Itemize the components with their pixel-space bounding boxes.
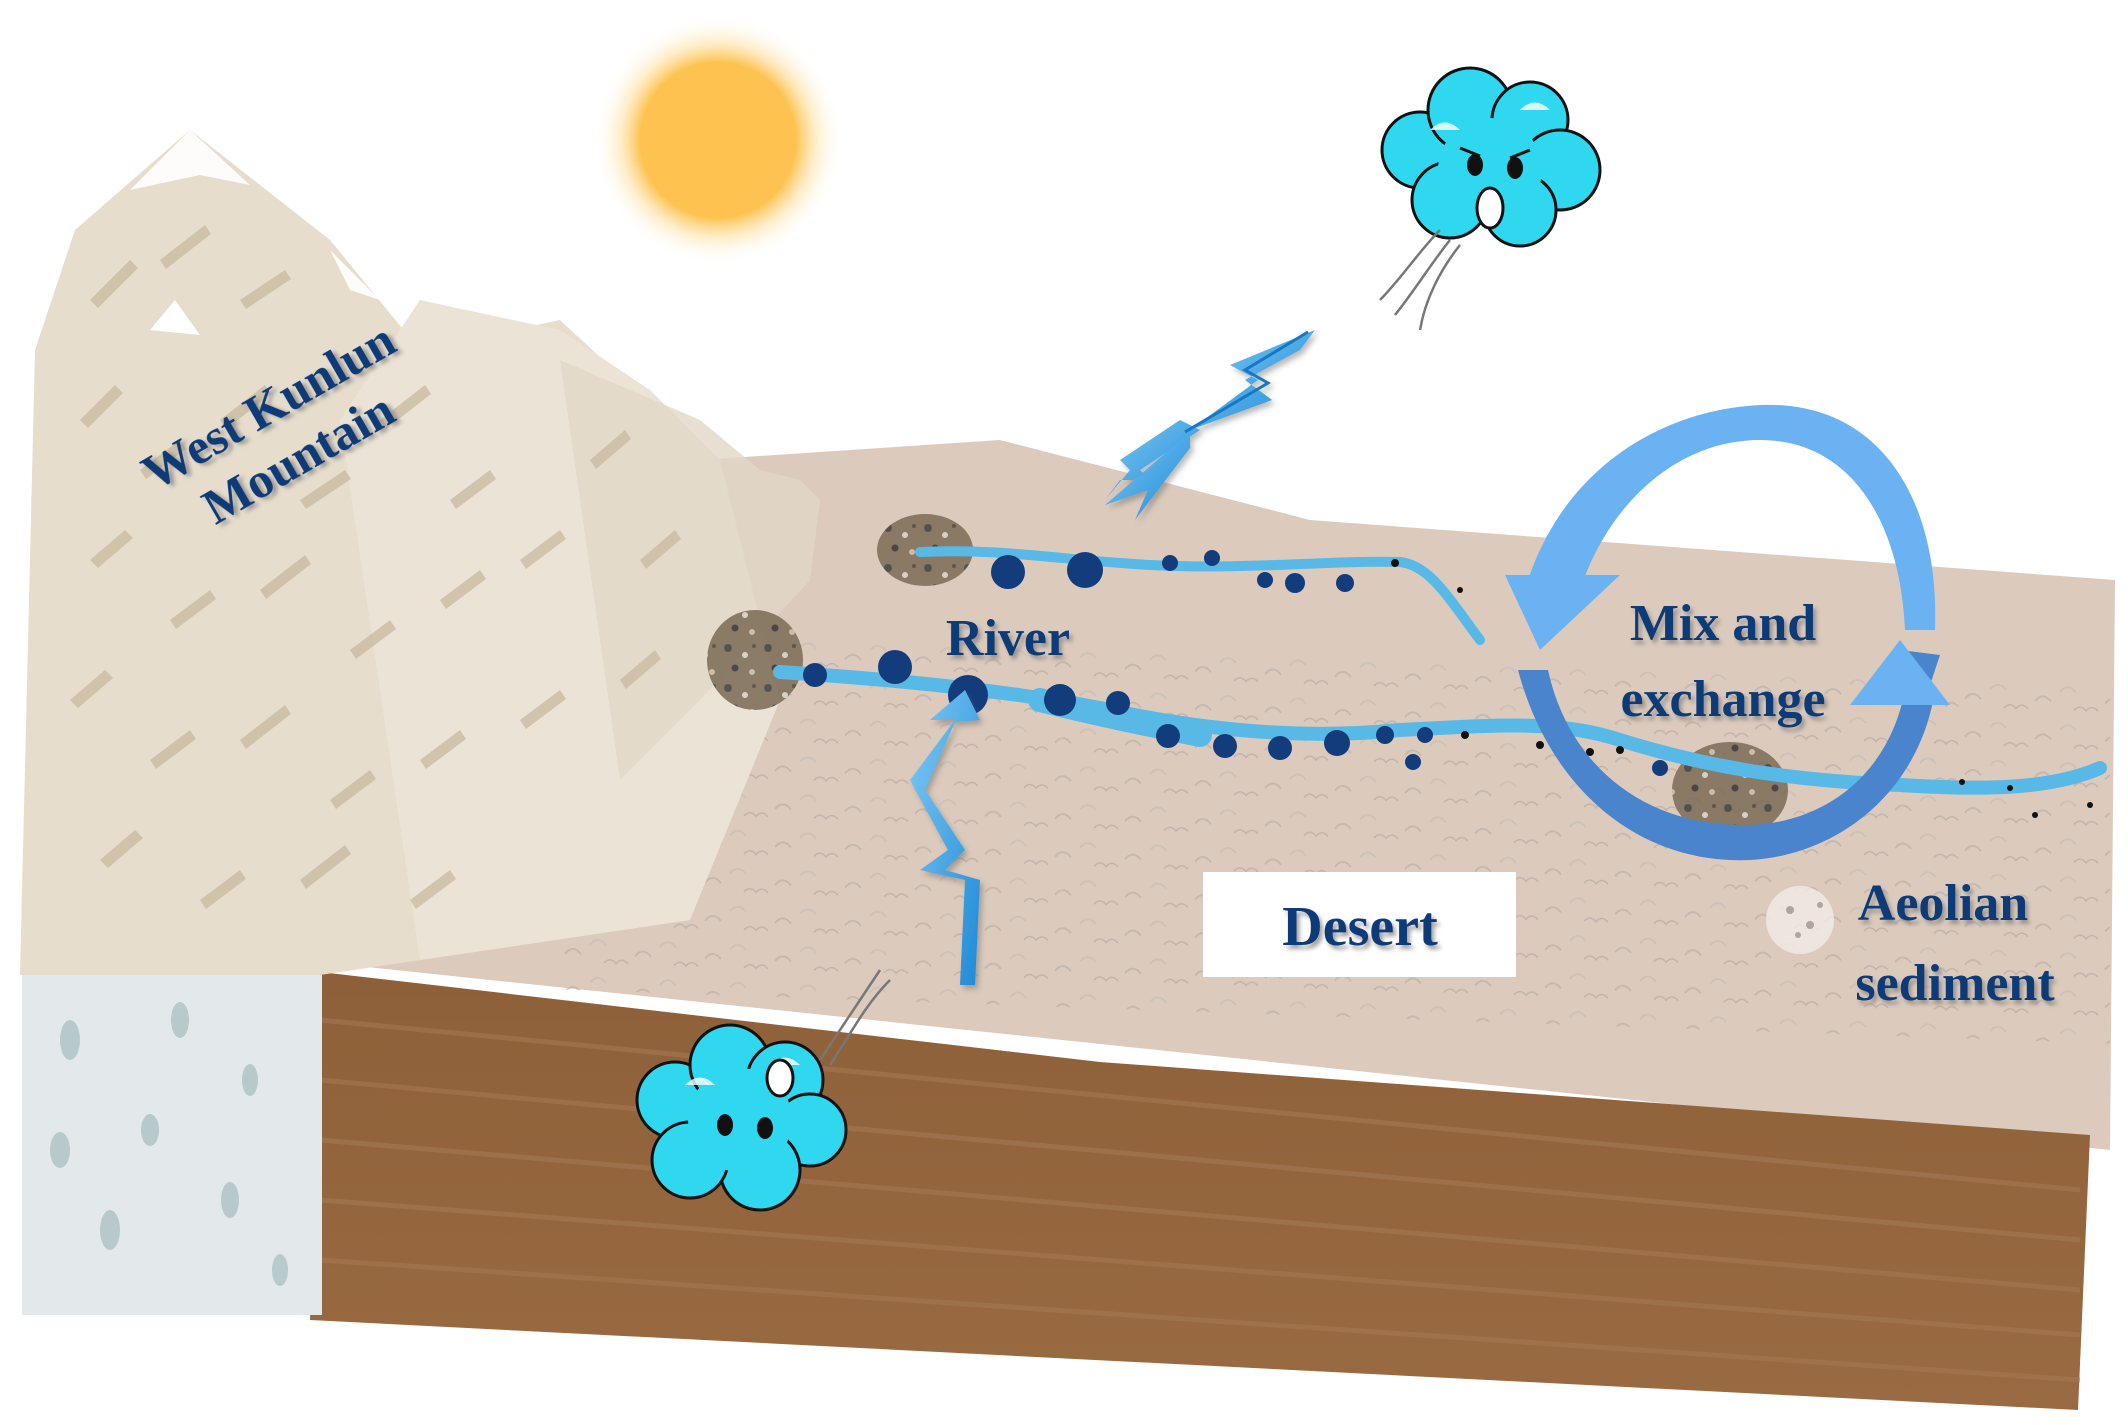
wind-arrow-bottom-icon xyxy=(910,690,980,985)
bedrock-marks xyxy=(50,1002,288,1286)
aeolian-sediment-patch xyxy=(1766,886,1834,954)
sediment-particle xyxy=(1536,741,1544,749)
river-label: River xyxy=(946,610,1070,667)
sediment-particle xyxy=(1044,684,1076,716)
sediment-particle xyxy=(1213,734,1237,758)
sediment-particles xyxy=(803,550,2093,818)
circular-arrows-icon xyxy=(1505,404,1950,861)
sediment-particle xyxy=(1285,573,1305,593)
sediment-particle xyxy=(1391,559,1399,567)
wind-arrow-top-icon xyxy=(1105,330,1315,520)
sediment-particle xyxy=(1336,574,1354,592)
sediment-particle xyxy=(1067,552,1103,588)
aeolian-label-line2: sediment xyxy=(1855,955,2055,1012)
sediment-particle xyxy=(1156,724,1180,748)
sediment-particle xyxy=(1106,691,1130,715)
sediment-particle xyxy=(803,663,827,687)
mountain-range xyxy=(20,130,820,975)
desert-label: Desert xyxy=(1282,896,1438,958)
sun-icon xyxy=(593,15,843,265)
sediment-particle xyxy=(2007,785,2013,791)
sediment-particle xyxy=(1457,587,1463,593)
sediment-particle xyxy=(991,555,1025,589)
sediment-particle xyxy=(1324,730,1350,756)
sediment-particle xyxy=(1461,731,1469,739)
sediment-particle xyxy=(1586,748,1594,756)
rock-outcrop-left xyxy=(707,610,803,710)
sediment-particle xyxy=(1616,746,1624,754)
sediment-particle xyxy=(1376,726,1394,744)
sediment-particle xyxy=(1959,779,1965,785)
mix-label-line2: exchange xyxy=(1620,671,1825,728)
soil-stripes xyxy=(319,1017,2081,1383)
sediment-particle xyxy=(1405,754,1421,770)
sediment-particle xyxy=(1417,727,1433,743)
mix-label-line1: Mix and xyxy=(1630,595,1816,652)
desert-label-box xyxy=(1203,872,1516,977)
wind-cloud-bottom-icon xyxy=(635,969,891,1212)
sediment-particle xyxy=(1162,555,1178,571)
sediment-particle xyxy=(2032,812,2038,818)
sediment-particle xyxy=(1652,760,1668,776)
sediment-particle xyxy=(1268,736,1292,760)
sediment-particle xyxy=(1257,572,1273,588)
landscape-background xyxy=(20,130,2115,1410)
aeolian-label-line1: Aeolian xyxy=(1858,875,2029,932)
sediment-particle xyxy=(1204,550,1220,566)
sediment-particle xyxy=(2087,802,2093,808)
sediment-particle xyxy=(878,650,912,684)
wind-cloud-top-icon xyxy=(1379,66,1602,331)
river-upper xyxy=(915,546,1485,645)
